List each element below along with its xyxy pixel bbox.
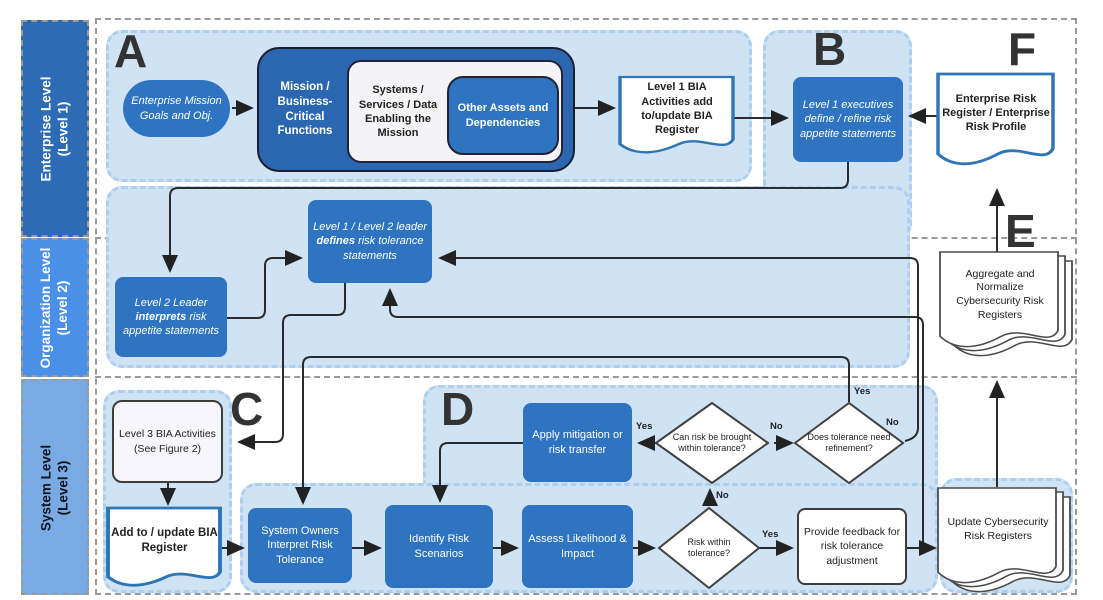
section-label-c: C — [230, 383, 264, 435]
l2-interprets-node: Level 2 Leader interprets risk appetite … — [115, 277, 227, 357]
edge-label-yes-refinement: Yes — [854, 386, 871, 397]
swimlane-system-level — [21, 379, 89, 595]
edge-label-yes-riskwithin: Yes — [762, 529, 779, 540]
edge-apply-to-identify — [432, 442, 523, 503]
section-label-b: B — [813, 23, 847, 75]
section-label-f: F — [1008, 23, 1037, 75]
edge-defines-to-l3bia — [237, 283, 346, 450]
aggregate-registers-label: Aggregate and Normalize Cybersecurity Ri… — [956, 267, 1044, 321]
section-label-a: A — [114, 25, 148, 77]
container-level2 — [106, 186, 910, 368]
systems-services-label: Systems / Services / Data Enabling the M… — [358, 84, 438, 140]
l1-bia-doc-label: Level 1 BIA Activities add to/update BIA… — [641, 81, 713, 137]
edge-feedback-to-defines — [382, 288, 924, 548]
diagram-outer-frame — [95, 18, 1077, 595]
edge-refineyes-to-owners — [295, 356, 850, 505]
swimlane-enterprise-level — [21, 20, 89, 237]
can-risk-diamond-label: Can risk be brought within tolerance? — [672, 431, 752, 453]
mission-critical-functions-node: Mission / Business-Critical Functions Sy… — [257, 47, 575, 172]
edge-label-no-refinement: No — [886, 417, 899, 428]
mission-functions-label: Mission / Business-Critical Functions — [277, 80, 333, 138]
can-risk-diamond — [654, 401, 770, 485]
l1-executives-node: Level 1 executives define / refine risk … — [793, 77, 903, 162]
swimlane-organization-level — [21, 238, 89, 377]
edge-refineno-to-defines — [438, 250, 919, 442]
l12-defines-node: Level 1 / Level 2 leader defines risk to… — [308, 200, 432, 283]
edge-executives-to-interprets — [162, 162, 849, 273]
l3-bia-node: Level 3 BIA Activities (See Figure 2) — [112, 400, 223, 483]
edge-interprets-to-defines — [227, 250, 303, 319]
edge-label-no-riskwithin: No — [716, 490, 729, 501]
section-label-d: D — [441, 383, 475, 435]
assess-likelihood-node: Assess Likelihood & Impact — [522, 505, 633, 588]
enterprise-mission-goals-node: Enterprise Mission Goals and Obj. — [123, 80, 230, 137]
enterprise-register-doc-label: Enterprise Risk Register / Enterprise Ri… — [942, 92, 1050, 134]
add-update-bia-label: Add to / update BIA Register — [111, 526, 218, 554]
refinement-diamond-label: Does tolerance need refinement? — [807, 431, 891, 453]
edge-label-no-canrisk: No — [770, 421, 783, 432]
section-label-e: E — [1005, 205, 1036, 257]
edge-label-yes-canrisk: Yes — [636, 421, 653, 432]
lane-divider-2-3 — [95, 376, 1077, 378]
apply-mitigation-node: Apply mitigation or risk transfer — [523, 403, 632, 482]
systems-services-node: Systems / Services / Data Enabling the M… — [347, 60, 563, 163]
risk-within-diamond-label: Risk within tolerance? — [687, 536, 731, 558]
identify-risk-node: Identify Risk Scenarios — [385, 505, 493, 588]
system-owners-node: System Owners Interpret Risk Tolerance — [248, 508, 352, 583]
refinement-diamond — [793, 401, 905, 485]
provide-feedback-node: Provide feedback for risk tolerance adju… — [797, 508, 907, 585]
other-assets-node: Other Assets and Dependencies — [447, 76, 559, 155]
update-registers-label: Update Cybersecurity Risk Registers — [947, 516, 1049, 542]
risk-within-diamond — [657, 506, 761, 590]
